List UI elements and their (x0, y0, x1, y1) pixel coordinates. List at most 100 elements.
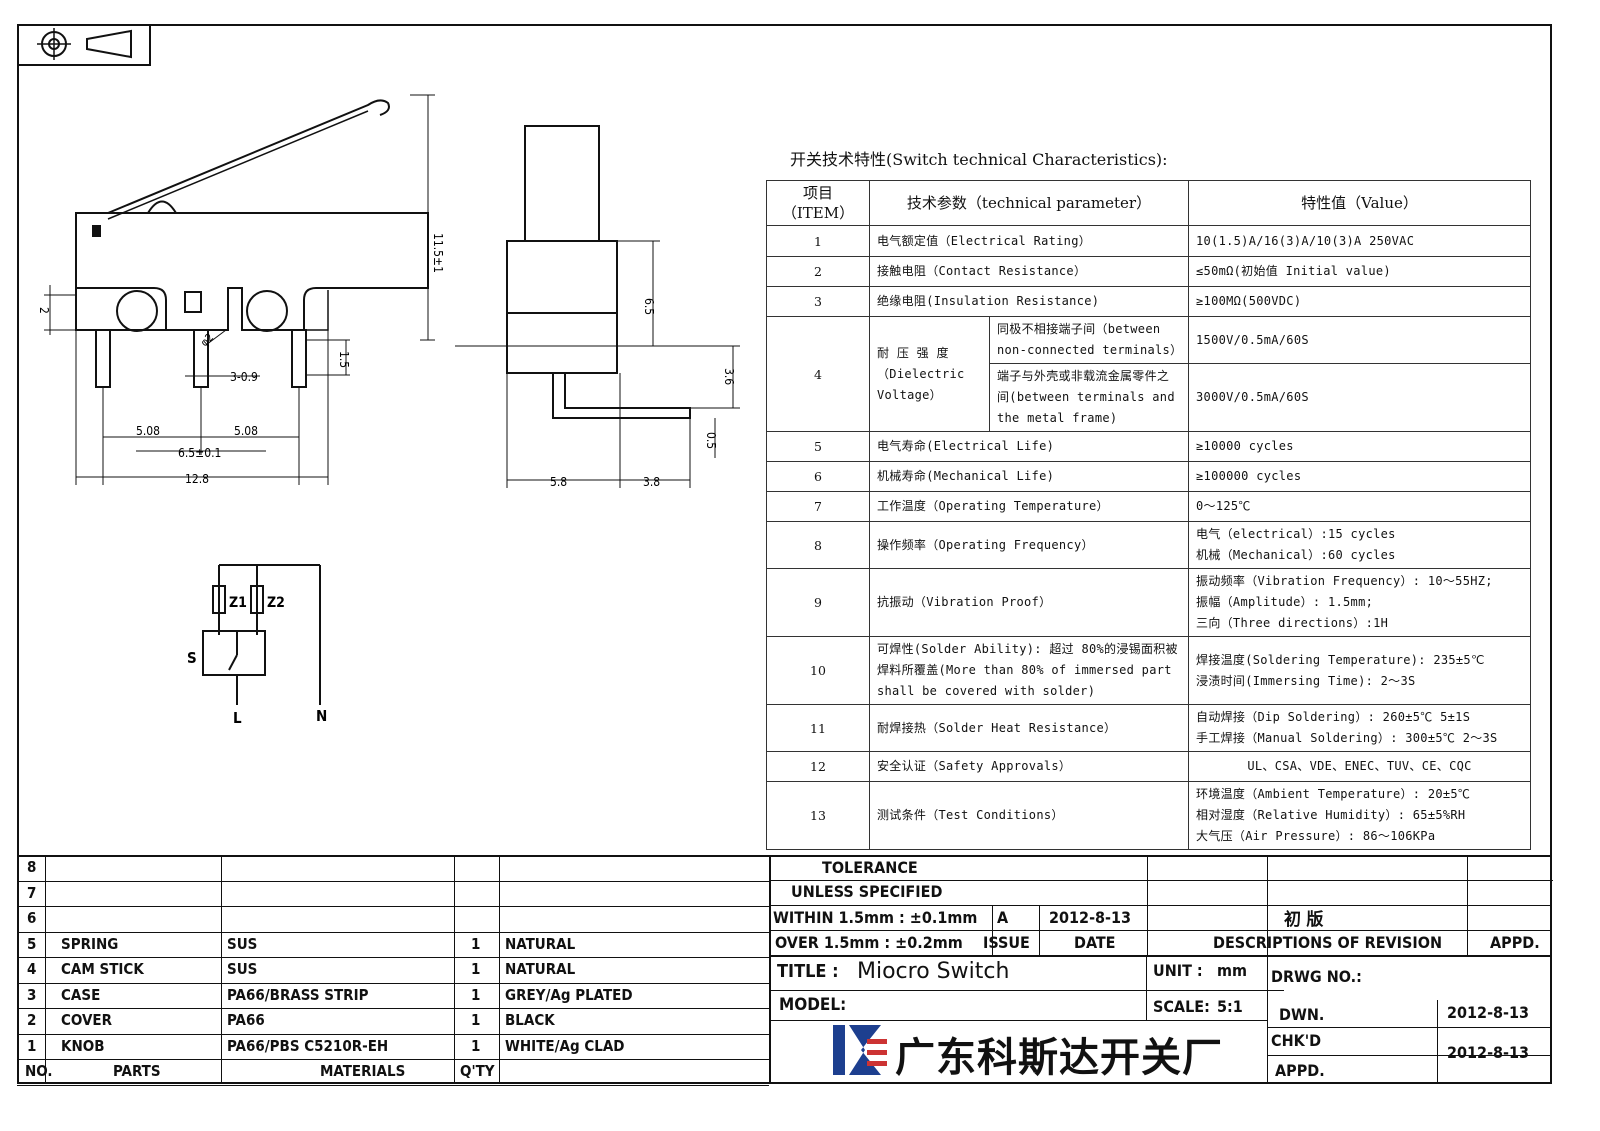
grid-line (17, 881, 769, 882)
part-material: SUS (227, 960, 258, 978)
grid-line (499, 855, 500, 1084)
spec-row-param: 可焊性(Solder Ability): 超过 80%的浸锡面积被焊料所覆盖(M… (868, 636, 1190, 705)
part-finish: WHITE/Ag CLAD (505, 1036, 625, 1055)
spec-row-number: 4 (766, 316, 870, 432)
grid-line (771, 930, 1552, 931)
part-qty: 1 (471, 934, 481, 953)
spec-row-subparam: 端子与外壳或非载流金属零件之间(between terminals and th… (988, 363, 1190, 432)
grid-line (771, 990, 1284, 991)
row-number: 5 (27, 934, 37, 953)
third-angle-projection-icon (37, 28, 132, 60)
part-material: PA66/BRASS STRIP (227, 985, 369, 1004)
grid-line (17, 1059, 769, 1060)
spec-row-param: 机械寿命(Mechanical Life) (868, 461, 1190, 492)
spec-row-param: 安全认证（Safety Approvals） (868, 751, 1190, 782)
title-value: Miocro Switch (857, 959, 1010, 984)
spec-row-value: 振动频率（Vibration Frequency）: 10～55HZ; 振幅（A… (1188, 568, 1532, 637)
grid-line (769, 855, 771, 1084)
spec-row-number: 8 (766, 521, 870, 569)
part-material: PA66/PBS C5210R-EH (227, 1036, 389, 1055)
grid-line (992, 905, 993, 955)
part-qty: 1 (471, 1036, 481, 1055)
checked-date: 2012-8-13 (1447, 1043, 1530, 1062)
spec-row-subparam: 同极不相接端子间（between non-connected terminals… (988, 316, 1190, 364)
spec-row-number: 7 (766, 491, 870, 522)
spec-row-value: ≥100MΩ(500VDC) (1188, 286, 1532, 317)
header-value: 特性值（Value） (1188, 180, 1532, 226)
spec-row-value: ≥100000 cycles (1188, 461, 1532, 492)
drawing-number-label: DRWG NO.: (1271, 967, 1362, 986)
row-number: 8 (27, 858, 37, 876)
spec-row-param: 绝缘电阻(Insulation Resistance) (868, 286, 1190, 317)
grid-line (17, 983, 769, 984)
spec-row-number: 2 (766, 256, 870, 287)
spec-row-value: 10(1.5)A/16(3)A/10(3)A 250VAC (1188, 225, 1532, 257)
dim-hole: φ2 (198, 331, 216, 349)
row-number: 6 (27, 909, 37, 927)
spec-row-number: 5 (766, 431, 870, 462)
checked-label: CHK'D (1271, 1031, 1322, 1050)
scale-value: 5:1 (1217, 997, 1243, 1016)
spec-row-number: 12 (766, 751, 870, 782)
dim-total-height: 11.5±1 (431, 233, 445, 273)
title-label: TITLE : (777, 961, 839, 982)
dim-width: 12.8 (185, 472, 209, 486)
revision-desc: 初 版 (1284, 910, 1324, 930)
spec-row-number: 6 (766, 461, 870, 492)
header-qty: Q'TY (460, 1062, 495, 1080)
circuit-z1: Z1 (229, 595, 247, 611)
spec-table: 项目 （ITEM） 技术参数（technical parameter） 特性值（… (766, 180, 1532, 850)
grid-line (221, 855, 222, 1084)
grid-line (17, 906, 769, 907)
part-name: KNOB (61, 1036, 105, 1055)
tolerance-label-2: UNLESS SPECIFIED (791, 882, 943, 901)
row-number: 3 (27, 985, 37, 1004)
grid-line (771, 905, 1552, 906)
grid-line (771, 880, 1553, 881)
unit-value: mm (1217, 961, 1247, 980)
grid-line (771, 955, 1552, 957)
part-qty: 1 (471, 960, 481, 978)
revision-issue: A (997, 908, 1009, 927)
grid-line (1147, 855, 1148, 955)
grid-line (17, 855, 1552, 857)
part-material: SUS (227, 934, 258, 953)
spec-row-param: 抗振动（Vibration Proof） (868, 568, 1190, 637)
grid-line (771, 1020, 1267, 1021)
part-finish: NATURAL (505, 934, 576, 953)
dim-lower-height: 1.5 (337, 351, 351, 368)
part-finish: NATURAL (505, 960, 576, 978)
company-logo-icon (833, 1025, 887, 1075)
grid-line (1039, 905, 1040, 955)
row-number: 1 (27, 1036, 37, 1055)
circuit-l: L (233, 709, 242, 727)
spec-row-value: 电气（electrical）:15 cycles 机械（Mechanical）:… (1188, 521, 1532, 569)
unit-label: UNIT : (1153, 961, 1203, 980)
grid-line (17, 1034, 769, 1035)
spec-row-value: 自动焊接（Dip Soldering）: 260±5℃ 5±1S 手工焊接（Ma… (1188, 704, 1532, 752)
spec-row-param: 电气寿命(Electrical Life) (868, 431, 1190, 462)
header-date: DATE (1074, 933, 1116, 952)
grid-line (454, 855, 455, 1084)
circuit-z2: Z2 (267, 595, 285, 611)
row-number: 2 (27, 1011, 37, 1029)
side-view-drawing: 6.5 3.6 0.5 5.8 3.8 (455, 125, 740, 489)
spec-row-value: UL、CSA、VDE、ENEC、TUV、CE、CQC (1188, 751, 1532, 782)
row-number: 7 (27, 883, 37, 902)
spec-row-value: 3000V/0.5mA/60S (1188, 363, 1532, 432)
grid-line (1267, 955, 1268, 1084)
dim-pitch-1: 5.08 (136, 424, 160, 438)
grid-line (1267, 1055, 1552, 1056)
header-desc: DESCRIPTIONS OF REVISION (1213, 933, 1443, 952)
grid-line (1437, 1000, 1438, 1084)
circuit-s: S (187, 649, 197, 667)
grid-line (17, 1085, 769, 1086)
circuit-diagram: Z1 Z2 S L N (187, 564, 327, 727)
